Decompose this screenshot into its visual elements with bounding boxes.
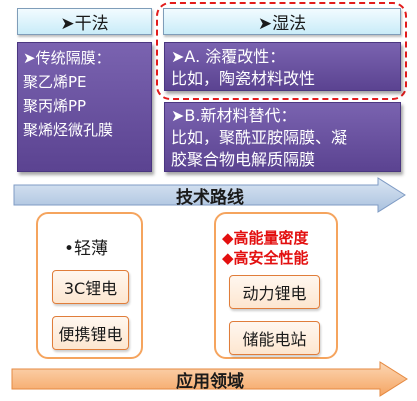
application-arrow [11, 361, 408, 397]
feature-high-energy-density: ◆高能量密度 [222, 229, 309, 247]
wet-b-line-3: 胶聚合物电解质隔膜 [171, 150, 316, 169]
dry-line-3: 聚丙烯PP [23, 97, 87, 115]
feature-high-safety: ◆高安全性能 [222, 249, 309, 267]
dry-line-2: 聚乙烯PE [23, 73, 87, 91]
chip-energy-storage-label: 储能电站 [242, 330, 307, 349]
chip-power-battery: 动力锂电 [229, 275, 320, 309]
wet-method-b-box: ➤B.新材料替代： 比如，聚酰亚胺隔膜、凝 胶聚合物电解质隔膜 [164, 102, 401, 172]
chip-3c-battery-label: 3C锂电 [63, 279, 118, 298]
dry-method-box: ➤传统隔膜： 聚乙烯PE 聚丙烯PP 聚烯烃微孔膜 [17, 42, 152, 172]
application-label: 应用领域 [176, 371, 244, 392]
wet-a-highlight-ring [156, 2, 407, 100]
chip-portable-battery-label: 便携锂电 [58, 325, 123, 344]
wet-b-line-1: ➤B.新材料替代： [171, 106, 297, 125]
dry-method-header: ➤干法 [17, 8, 152, 35]
dry-line-4: 聚烯烃微孔膜 [23, 121, 114, 139]
dry-line-1: ➤传统隔膜： [23, 49, 111, 67]
tech-route-label: 技术路线 [176, 187, 244, 208]
wet-method-label: ➤湿法 [257, 14, 307, 34]
chip-power-battery-label: 动力锂电 [242, 284, 307, 303]
lightweight-bullet: •轻薄 [64, 239, 109, 259]
wet-method-a-box: ➤A. 涂覆改性： 比如，陶瓷材料改性 [164, 42, 401, 91]
wet-method-header: ➤湿法 [163, 8, 401, 35]
wet-b-line-2: 比如，聚酰亚胺隔膜、凝 [171, 128, 348, 147]
wet-a-line-1: ➤A. 涂覆改性： [171, 47, 286, 66]
wet-a-line-2: 比如，陶瓷材料改性 [171, 69, 316, 88]
chip-energy-storage: 储能电站 [229, 321, 320, 355]
chip-3c-battery: 3C锂电 [52, 270, 129, 304]
tech-route-arrow [13, 177, 406, 213]
dry-method-label: ➤干法 [60, 14, 109, 34]
chip-portable-battery: 便携锂电 [52, 316, 129, 350]
